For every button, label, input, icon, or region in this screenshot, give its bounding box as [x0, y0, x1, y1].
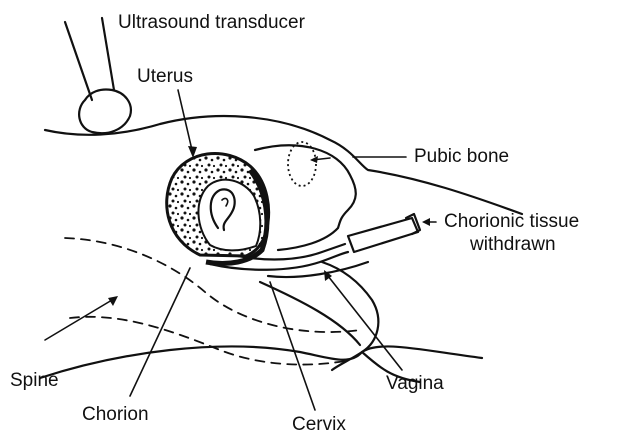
- ultrasound-transducer: [65, 18, 131, 133]
- label-ultrasound-transducer: Ultrasound transducer: [118, 12, 306, 33]
- label-pubic-bone: Pubic bone: [414, 146, 509, 167]
- pelvic-outline: [255, 145, 356, 250]
- label-uterus: Uterus: [137, 66, 193, 87]
- label-withdrawn: withdrawn: [469, 234, 556, 255]
- label-chorionic-tissue: Chorionic tissue: [444, 211, 579, 232]
- label-chorion: Chorion: [82, 404, 149, 425]
- label-cervix: Cervix: [292, 414, 346, 435]
- label-vagina: Vagina: [386, 373, 444, 394]
- uterus: [167, 154, 269, 257]
- label-spine: Spine: [10, 370, 59, 391]
- catheter: [348, 214, 436, 252]
